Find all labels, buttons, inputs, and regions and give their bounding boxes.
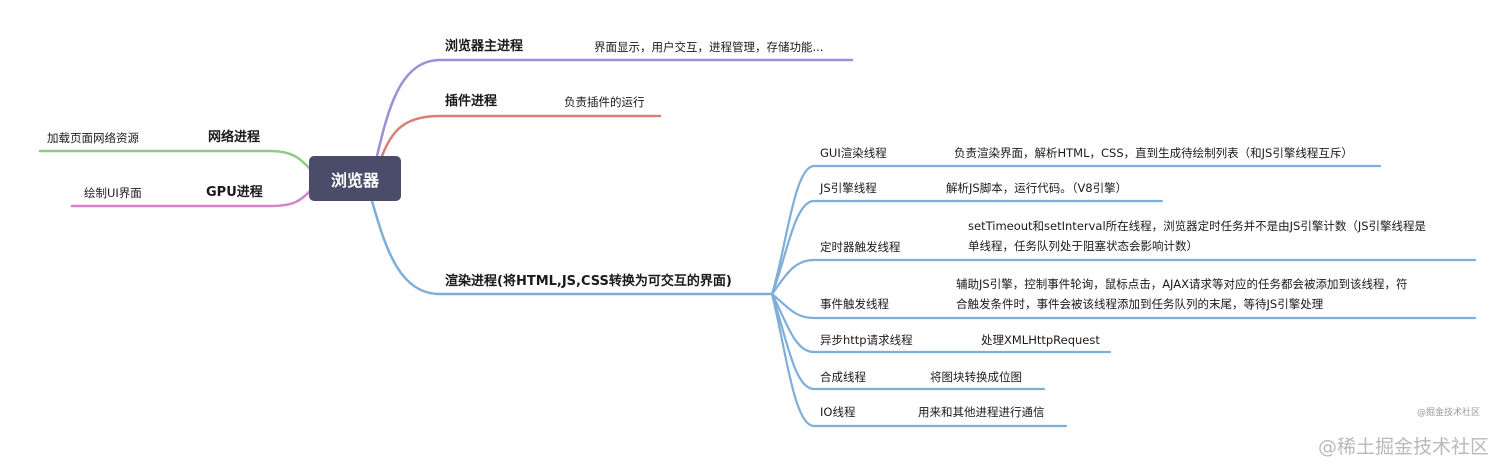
thread-io-desc: 用来和其他进程进行通信 [918, 405, 1045, 419]
branch-render-process: 渲染进程(将HTML,JS,CSS转换为可交互的界面) [445, 274, 732, 289]
thread-js-desc: 解析JS脚本，运行代码。（V8引擎） [946, 181, 1128, 195]
thread-http-label: 异步http请求线程 [820, 333, 913, 347]
root-node: 浏览器 [309, 156, 401, 201]
connector-thread-js [770, 199, 1164, 296]
thread-event-desc-line1: 辅助JS引擎，控制事件轮询，鼠标点击，AJAX请求等对应的任务都会被添加到该线程… [956, 277, 1408, 291]
branch-plugin-process: 插件进程 [445, 94, 498, 109]
connector-thread-gui [770, 164, 1382, 296]
connector-thread-http [770, 292, 1112, 354]
connector-render-process [370, 199, 774, 296]
connector-thread-io [770, 292, 1068, 428]
thread-timer-desc-line1: setTimeout和setInterval所在线程，浏览器定时任务并不是由JS… [968, 219, 1427, 233]
watermark-small: @掘金技术社区 [1417, 408, 1481, 418]
branch-main-process: 浏览器主进程 [445, 39, 524, 54]
connector-plugin-process [380, 114, 662, 158]
thread-event-desc-line2: 合触发条件时，事件会被该线程添加到任务队列的末尾，等待JS引擎处理 [956, 297, 1324, 311]
connector-gpu-process [70, 188, 313, 208]
thread-compose-label: 合成线程 [820, 370, 866, 384]
thread-compose-desc: 将图块转换成位图 [930, 370, 1022, 384]
thread-gui-desc: 负责渲染界面，解析HTML，CSS，直到生成待绘制列表（和JS引擎线程互斥） [954, 146, 1353, 160]
connector-thread-event [770, 292, 1477, 320]
branch-network-process-desc: 加载页面网络资源 [47, 131, 139, 145]
connector-thread-compose [770, 292, 1046, 391]
branch-gpu-process: GPU进程 [206, 185, 263, 200]
thread-timer-desc-line2: 单线程，任务队列处于阻塞状态会影响计数） [968, 239, 1198, 253]
connector-network-process [38, 149, 313, 172]
branch-network-process: 网络进程 [208, 130, 261, 145]
thread-event-label: 事件触发线程 [820, 297, 889, 311]
thread-io-label: IO线程 [820, 405, 856, 419]
branch-plugin-process-desc: 负责插件的运行 [564, 95, 645, 109]
thread-http-desc: 处理XMLHttpRequest [981, 333, 1100, 347]
branch-gpu-process-desc: 绘制UI界面 [84, 186, 142, 200]
connector-main-process [375, 58, 854, 158]
connector-thread-timer [770, 258, 1477, 296]
thread-timer-label: 定时器触发线程 [820, 240, 901, 254]
thread-gui-label: GUI渲染线程 [820, 146, 887, 160]
thread-js-label: JS引擎线程 [820, 181, 877, 195]
branch-main-process-desc: 界面显示，用户交互，进程管理，存储功能... [594, 40, 824, 54]
watermark-large: @稀土掘金技术社区 [1318, 436, 1490, 458]
